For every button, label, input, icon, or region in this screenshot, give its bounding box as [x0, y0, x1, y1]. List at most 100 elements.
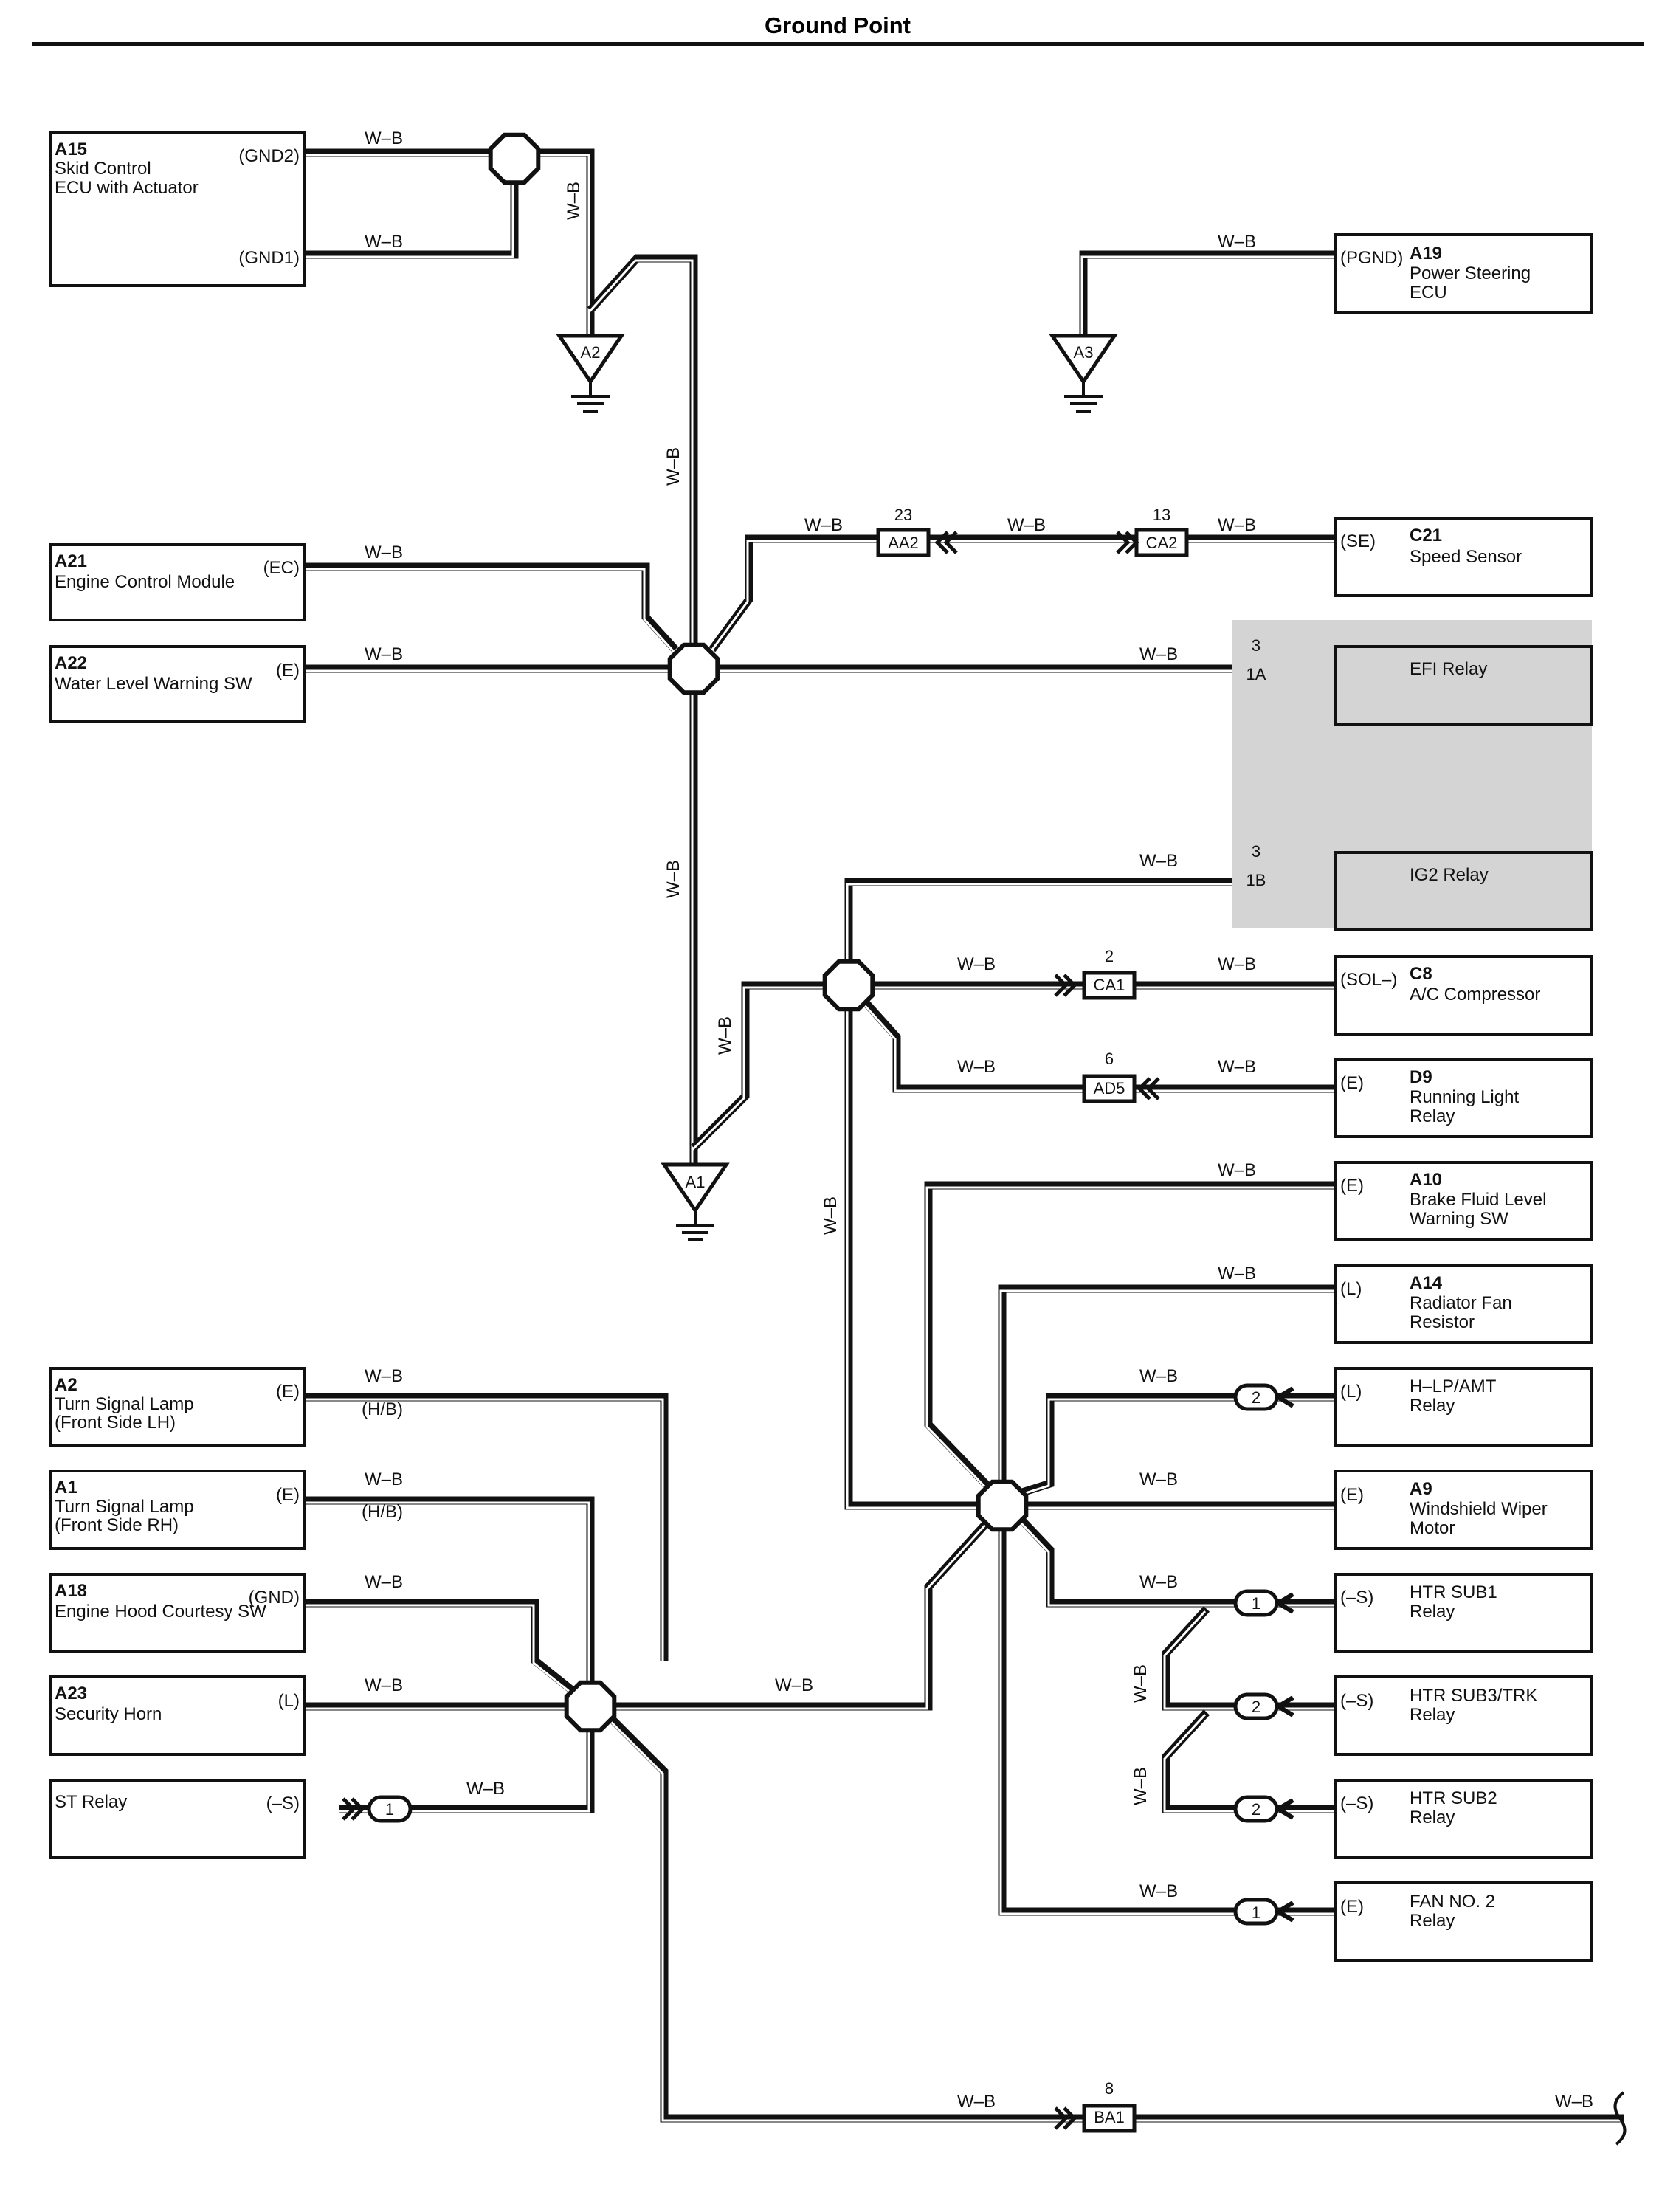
- component-box-d9: [1334, 1058, 1593, 1138]
- wire-highlight: [999, 1289, 1334, 1489]
- wire-label: W–B: [804, 515, 843, 535]
- pin-label-a15-gnd1: (GND1): [238, 248, 300, 268]
- pin-label-htr-sub3-s: (–S): [1340, 1691, 1373, 1711]
- component-box-a15: [49, 131, 306, 287]
- wire-label: W–B: [1007, 515, 1046, 535]
- component-name-a19-line1: Power Steering: [1410, 263, 1531, 283]
- pin-arrow: [1277, 1386, 1294, 1408]
- wire-highlight: [691, 986, 829, 1151]
- component-name-c21: Speed Sensor: [1410, 547, 1522, 567]
- component-code-a14: A14: [1410, 1273, 1443, 1293]
- pin-label-a23-l: (L): [278, 1691, 300, 1711]
- junction-connector: [1233, 1795, 1279, 1823]
- pin-arrow: [1277, 1592, 1294, 1614]
- connector-pin-aa2: 23: [894, 506, 912, 524]
- connector-pin-1b: 3: [1252, 842, 1261, 861]
- component-name-a19-line2: ECU: [1410, 283, 1447, 303]
- pin-arrow: [1277, 1901, 1294, 1923]
- component-name-htr-sub2-line1: HTR SUB2: [1410, 1788, 1497, 1808]
- component-box-c21: [1334, 517, 1593, 597]
- component-box-a21: [49, 543, 306, 621]
- component-box-hlp-amt-relay: [1334, 1367, 1593, 1447]
- component-code-a15: A15: [55, 139, 87, 159]
- component-name-a2-line2: (Front Side LH): [55, 1413, 176, 1433]
- wire: [606, 1713, 1089, 2123]
- component-name-a21: Engine Control Module: [55, 572, 235, 592]
- wire-label: W–B: [663, 860, 683, 898]
- component-box-fan-no2-relay: [1334, 1881, 1593, 1962]
- pin-label-a2-hb: (H/B): [362, 1399, 403, 1419]
- component-box-htr-sub3-relay: [1334, 1675, 1593, 1756]
- pin-label-hlp-l: (L): [1340, 1382, 1362, 1402]
- connector-pin-ba1: 8: [1105, 2079, 1114, 2098]
- connector-id-ca1: CA1: [1094, 976, 1125, 994]
- connector-ca1: [1082, 971, 1137, 1000]
- wire-highlight: [999, 1530, 1244, 1915]
- connector-ba1: [1082, 2104, 1137, 2133]
- component-name-htr-sub1-line2: Relay: [1410, 1602, 1455, 1622]
- wire-label: W–B: [1218, 1264, 1256, 1284]
- connector-chevron: [934, 531, 958, 554]
- component-box-a9: [1334, 1470, 1593, 1550]
- wire-label: W–B: [1139, 1366, 1178, 1386]
- wire: [304, 1599, 575, 1694]
- connector-chevron: [1054, 974, 1077, 997]
- component-box-htr-sub2-relay: [1334, 1779, 1593, 1859]
- junction-connector: [367, 1795, 413, 1823]
- connector-id-1a: 1A: [1246, 665, 1266, 683]
- component-box-htr-sub1-relay: [1334, 1573, 1593, 1653]
- wire: [1021, 1393, 1246, 1497]
- component-box-st-relay: [49, 1779, 306, 1859]
- wire: [1162, 1709, 1246, 1813]
- wire: [924, 1181, 1336, 1490]
- wire-label: W–B: [365, 644, 403, 664]
- connector-pin-ca1: 2: [1105, 947, 1114, 965]
- pin-label-a21-ec: (EC): [263, 558, 300, 578]
- junction-connector: [1233, 1898, 1279, 1926]
- wire-highlight: [303, 1604, 571, 1694]
- page-title: Ground Point: [765, 13, 911, 38]
- component-name-a9-line1: Windshield Wiper: [1410, 1499, 1548, 1519]
- wire: [304, 1496, 595, 1690]
- wire-highlight: [303, 168, 514, 258]
- wire-label: W–B: [564, 182, 584, 220]
- wire-highlight: [709, 540, 877, 652]
- component-box-c8: [1334, 955, 1593, 1036]
- wire-break-mark: [1613, 2091, 1627, 2146]
- component-name-efi-relay: EFI Relay: [1410, 659, 1487, 679]
- wire-label: W–B: [1131, 1664, 1151, 1703]
- connector-id-ca2: CA2: [1146, 534, 1178, 552]
- wire-label: W–B: [466, 1779, 505, 1799]
- wire-highlight: [861, 1001, 1087, 1092]
- connector-id-1b: 1B: [1246, 871, 1266, 889]
- connector-chevron: [1137, 1077, 1160, 1100]
- wire-label: W–B: [365, 542, 403, 562]
- junction-connector: [1233, 1383, 1279, 1411]
- component-code-a1: A1: [55, 1478, 77, 1498]
- connector-ad5: [1082, 1074, 1137, 1103]
- component-name-htr-sub1-line1: HTR SUB1: [1410, 1582, 1497, 1602]
- connector-pin-ad5: 6: [1105, 1050, 1114, 1068]
- component-name-fan-no2-line1: FAN NO. 2: [1410, 1892, 1495, 1912]
- pin-label-a14-l: (L): [1340, 1279, 1362, 1299]
- wire-label: W–B: [365, 128, 403, 148]
- wire-highlight: [846, 883, 1244, 971]
- junction-point: [564, 1680, 617, 1733]
- component-name-a9-line2: Motor: [1410, 1518, 1455, 1538]
- component-code-a21: A21: [55, 551, 87, 571]
- wire: [539, 148, 595, 336]
- connector-aa2: [876, 528, 931, 557]
- pin-label-a15-gnd2: (GND2): [238, 146, 300, 166]
- component-box-a2: [49, 1367, 306, 1447]
- junction-connector: [1233, 1589, 1279, 1617]
- pin-label-a22-e: (E): [276, 661, 300, 681]
- junction-point: [976, 1479, 1029, 1532]
- junction-point: [488, 132, 541, 185]
- ground-label-a1: A1: [686, 1173, 706, 1191]
- wire: [304, 166, 519, 259]
- component-name-a15-line2: ECU with Actuator: [55, 178, 199, 198]
- pin-label-a1-hb: (H/B): [362, 1502, 403, 1522]
- connector-pin-ca2: 13: [1153, 506, 1170, 524]
- pin-label-c8-sol: (SOL–): [1340, 970, 1397, 990]
- wire-highlight: [1163, 1713, 1244, 1813]
